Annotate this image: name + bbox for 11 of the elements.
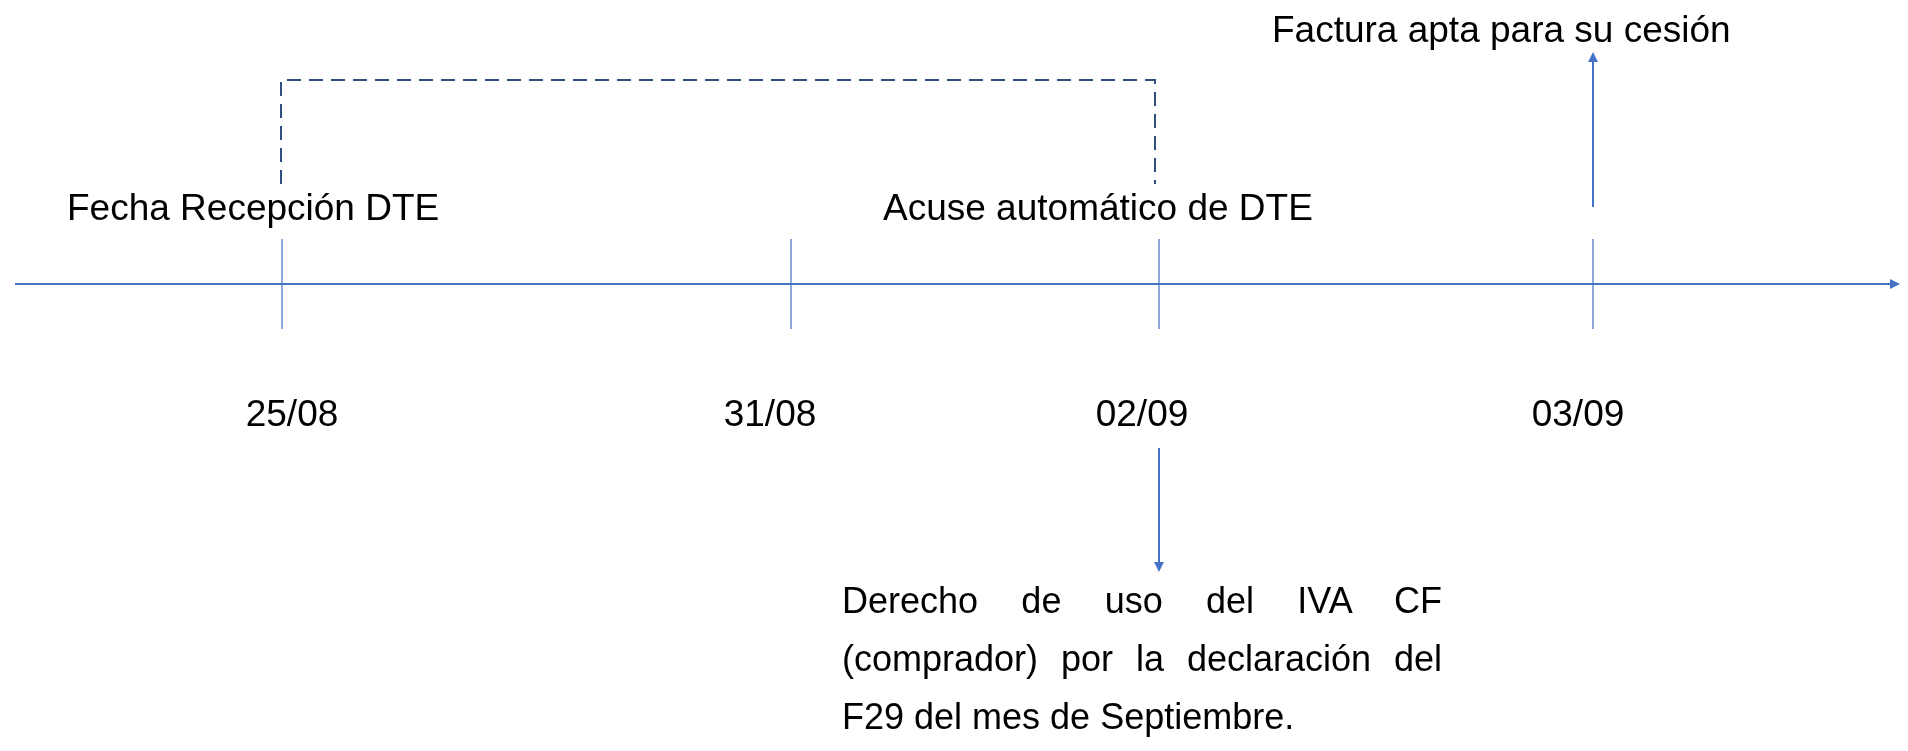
annotation-text: Factura apta para su cesión — [1272, 8, 1731, 52]
dashed-connector — [280, 79, 1156, 185]
date-label: 02/09 — [1095, 392, 1189, 436]
date-label: 31/08 — [723, 392, 817, 436]
note-paragraph: Derecho de uso del IVA CF (comprador) por la declaración del F29 del mes de Septiembre. — [842, 572, 1442, 746]
arrow — [1154, 447, 1164, 572]
arrow — [1588, 52, 1598, 208]
event-label: Acuse automático de DTE — [883, 186, 1313, 230]
event-label: Fecha Recepción DTE — [67, 186, 440, 230]
date-label: 25/08 — [245, 392, 339, 436]
date-label: 03/09 — [1531, 392, 1625, 436]
